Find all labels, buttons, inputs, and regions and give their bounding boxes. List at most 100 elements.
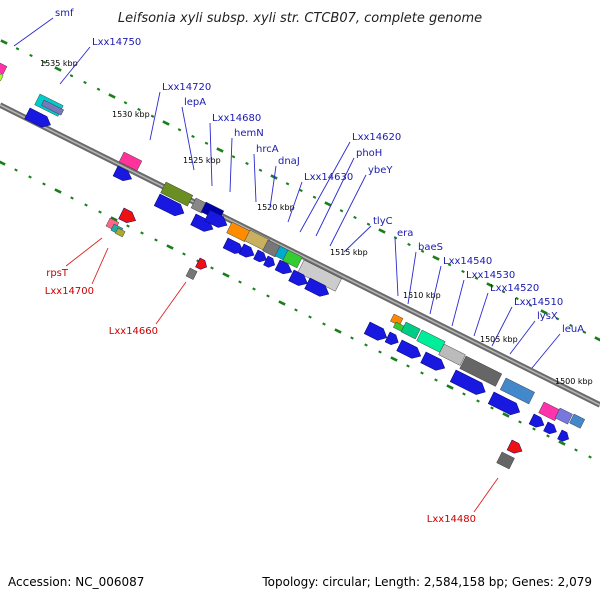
tick-inner (84, 203, 88, 207)
tick-outer (29, 53, 33, 58)
tick-outer (569, 323, 573, 328)
gene-arrow-forward (253, 249, 267, 263)
tick-inner (110, 216, 118, 222)
tick-outer (378, 228, 386, 234)
tick-inner (574, 448, 578, 452)
gene-arrow-forward (238, 243, 255, 258)
scale-label: 1520 kbp (257, 203, 295, 212)
tick-inner (126, 224, 130, 228)
tick-inner (54, 188, 62, 194)
gene-label-forward: Lxx14530 (466, 270, 515, 281)
tick-inner (70, 196, 74, 200)
tick-inner (490, 406, 494, 410)
tick-inner (420, 371, 424, 375)
tick-outer (162, 120, 170, 126)
gene-label-forward: Lxx14720 (162, 82, 211, 93)
gene-arrow-forward (24, 107, 51, 128)
tick-outer (204, 141, 209, 145)
tick-inner (154, 238, 158, 242)
tick-inner (390, 356, 398, 362)
gene-label-forward: lysX (537, 311, 558, 322)
gene-arrow-forward (222, 237, 244, 254)
tick-outer (108, 93, 116, 99)
feature-block (390, 313, 404, 326)
leader-line-forward (269, 165, 277, 209)
gene-label-forward: Lxx14630 (304, 172, 353, 183)
tick-outer (96, 87, 101, 91)
map-title: Leifsonia xyli subsp. xyli str. CTCB07, … (118, 11, 482, 26)
feature-block (115, 227, 126, 238)
feature-block (0, 71, 4, 82)
tick-outer (582, 330, 587, 334)
genome-backbone (0, 102, 600, 408)
tick-outer (393, 236, 398, 240)
tick-outer (432, 255, 440, 261)
gene-arrow-forward (153, 193, 185, 217)
leader-line-forward (287, 181, 303, 223)
tick-inner (210, 266, 214, 270)
tick-inner (14, 168, 18, 172)
gene-arrow-forward (274, 259, 293, 275)
tick-inner (238, 280, 242, 284)
gene-label-forward: phoH (356, 148, 382, 159)
tick-outer (324, 201, 332, 207)
gene-label-forward: hemN (234, 128, 264, 139)
gene-label-reverse: Lxx14660 (109, 326, 158, 337)
gene-label-forward: Lxx14540 (443, 256, 492, 267)
leader-line-forward (394, 237, 399, 297)
tick-outer (420, 249, 425, 253)
tick-outer (339, 209, 344, 213)
feature-block (459, 355, 503, 387)
leader-line-forward (209, 122, 213, 187)
gene-label-forward: dnaJ (278, 156, 300, 167)
tick-inner (406, 364, 410, 368)
gene-label-forward: leuA (562, 324, 584, 335)
tick-outer (501, 290, 506, 294)
leader-line-reverse (155, 281, 187, 325)
tick-inner (278, 300, 286, 306)
gene-label-forward: ybeY (368, 165, 393, 176)
gene-arrow-forward (528, 413, 545, 428)
accession-text: Accession: NC_006087 (8, 575, 144, 589)
leader-line-forward (253, 153, 257, 203)
gene-label-forward: hrcA (256, 144, 279, 155)
leader-line-forward (315, 157, 355, 237)
leader-line-forward (429, 265, 442, 315)
tick-outer (231, 155, 236, 159)
leader-line-forward (451, 279, 465, 327)
gene-arrow-forward (263, 255, 276, 268)
tick-inner (266, 294, 270, 298)
scale-label: 1525 kbp (183, 156, 221, 165)
tick-outer (191, 134, 195, 139)
tick-inner (558, 440, 566, 446)
tick-inner (532, 427, 536, 431)
tick-inner (588, 455, 592, 459)
tick-inner (446, 384, 454, 390)
leader-line-reverse (473, 477, 499, 513)
gene-arrow-forward (288, 269, 308, 286)
feature-block (569, 413, 586, 429)
feature-block (554, 407, 573, 425)
gene-arrow-reverse (118, 207, 136, 224)
leader-line-forward (531, 333, 561, 369)
tick-inner (434, 378, 438, 382)
gene-label-forward: Lxx14520 (490, 283, 539, 294)
gene-arrow-forward (204, 209, 228, 228)
tick-outer (258, 168, 263, 172)
tick-outer (461, 269, 465, 274)
tick-inner (350, 336, 354, 340)
tick-inner (222, 272, 230, 278)
feature-block (400, 321, 421, 340)
feature-block (160, 181, 194, 207)
gene-label-forward: era (397, 228, 413, 239)
feature-block (41, 99, 64, 116)
gene-arrow-forward (487, 391, 521, 416)
gene-arrow-forward (363, 321, 388, 341)
tick-inner (462, 392, 466, 396)
gene-arrow-forward (449, 369, 486, 395)
tick-inner (294, 308, 298, 312)
scale-label: 1510 kbp (403, 291, 441, 300)
tick-inner (502, 412, 510, 418)
tick-inner (378, 350, 382, 354)
